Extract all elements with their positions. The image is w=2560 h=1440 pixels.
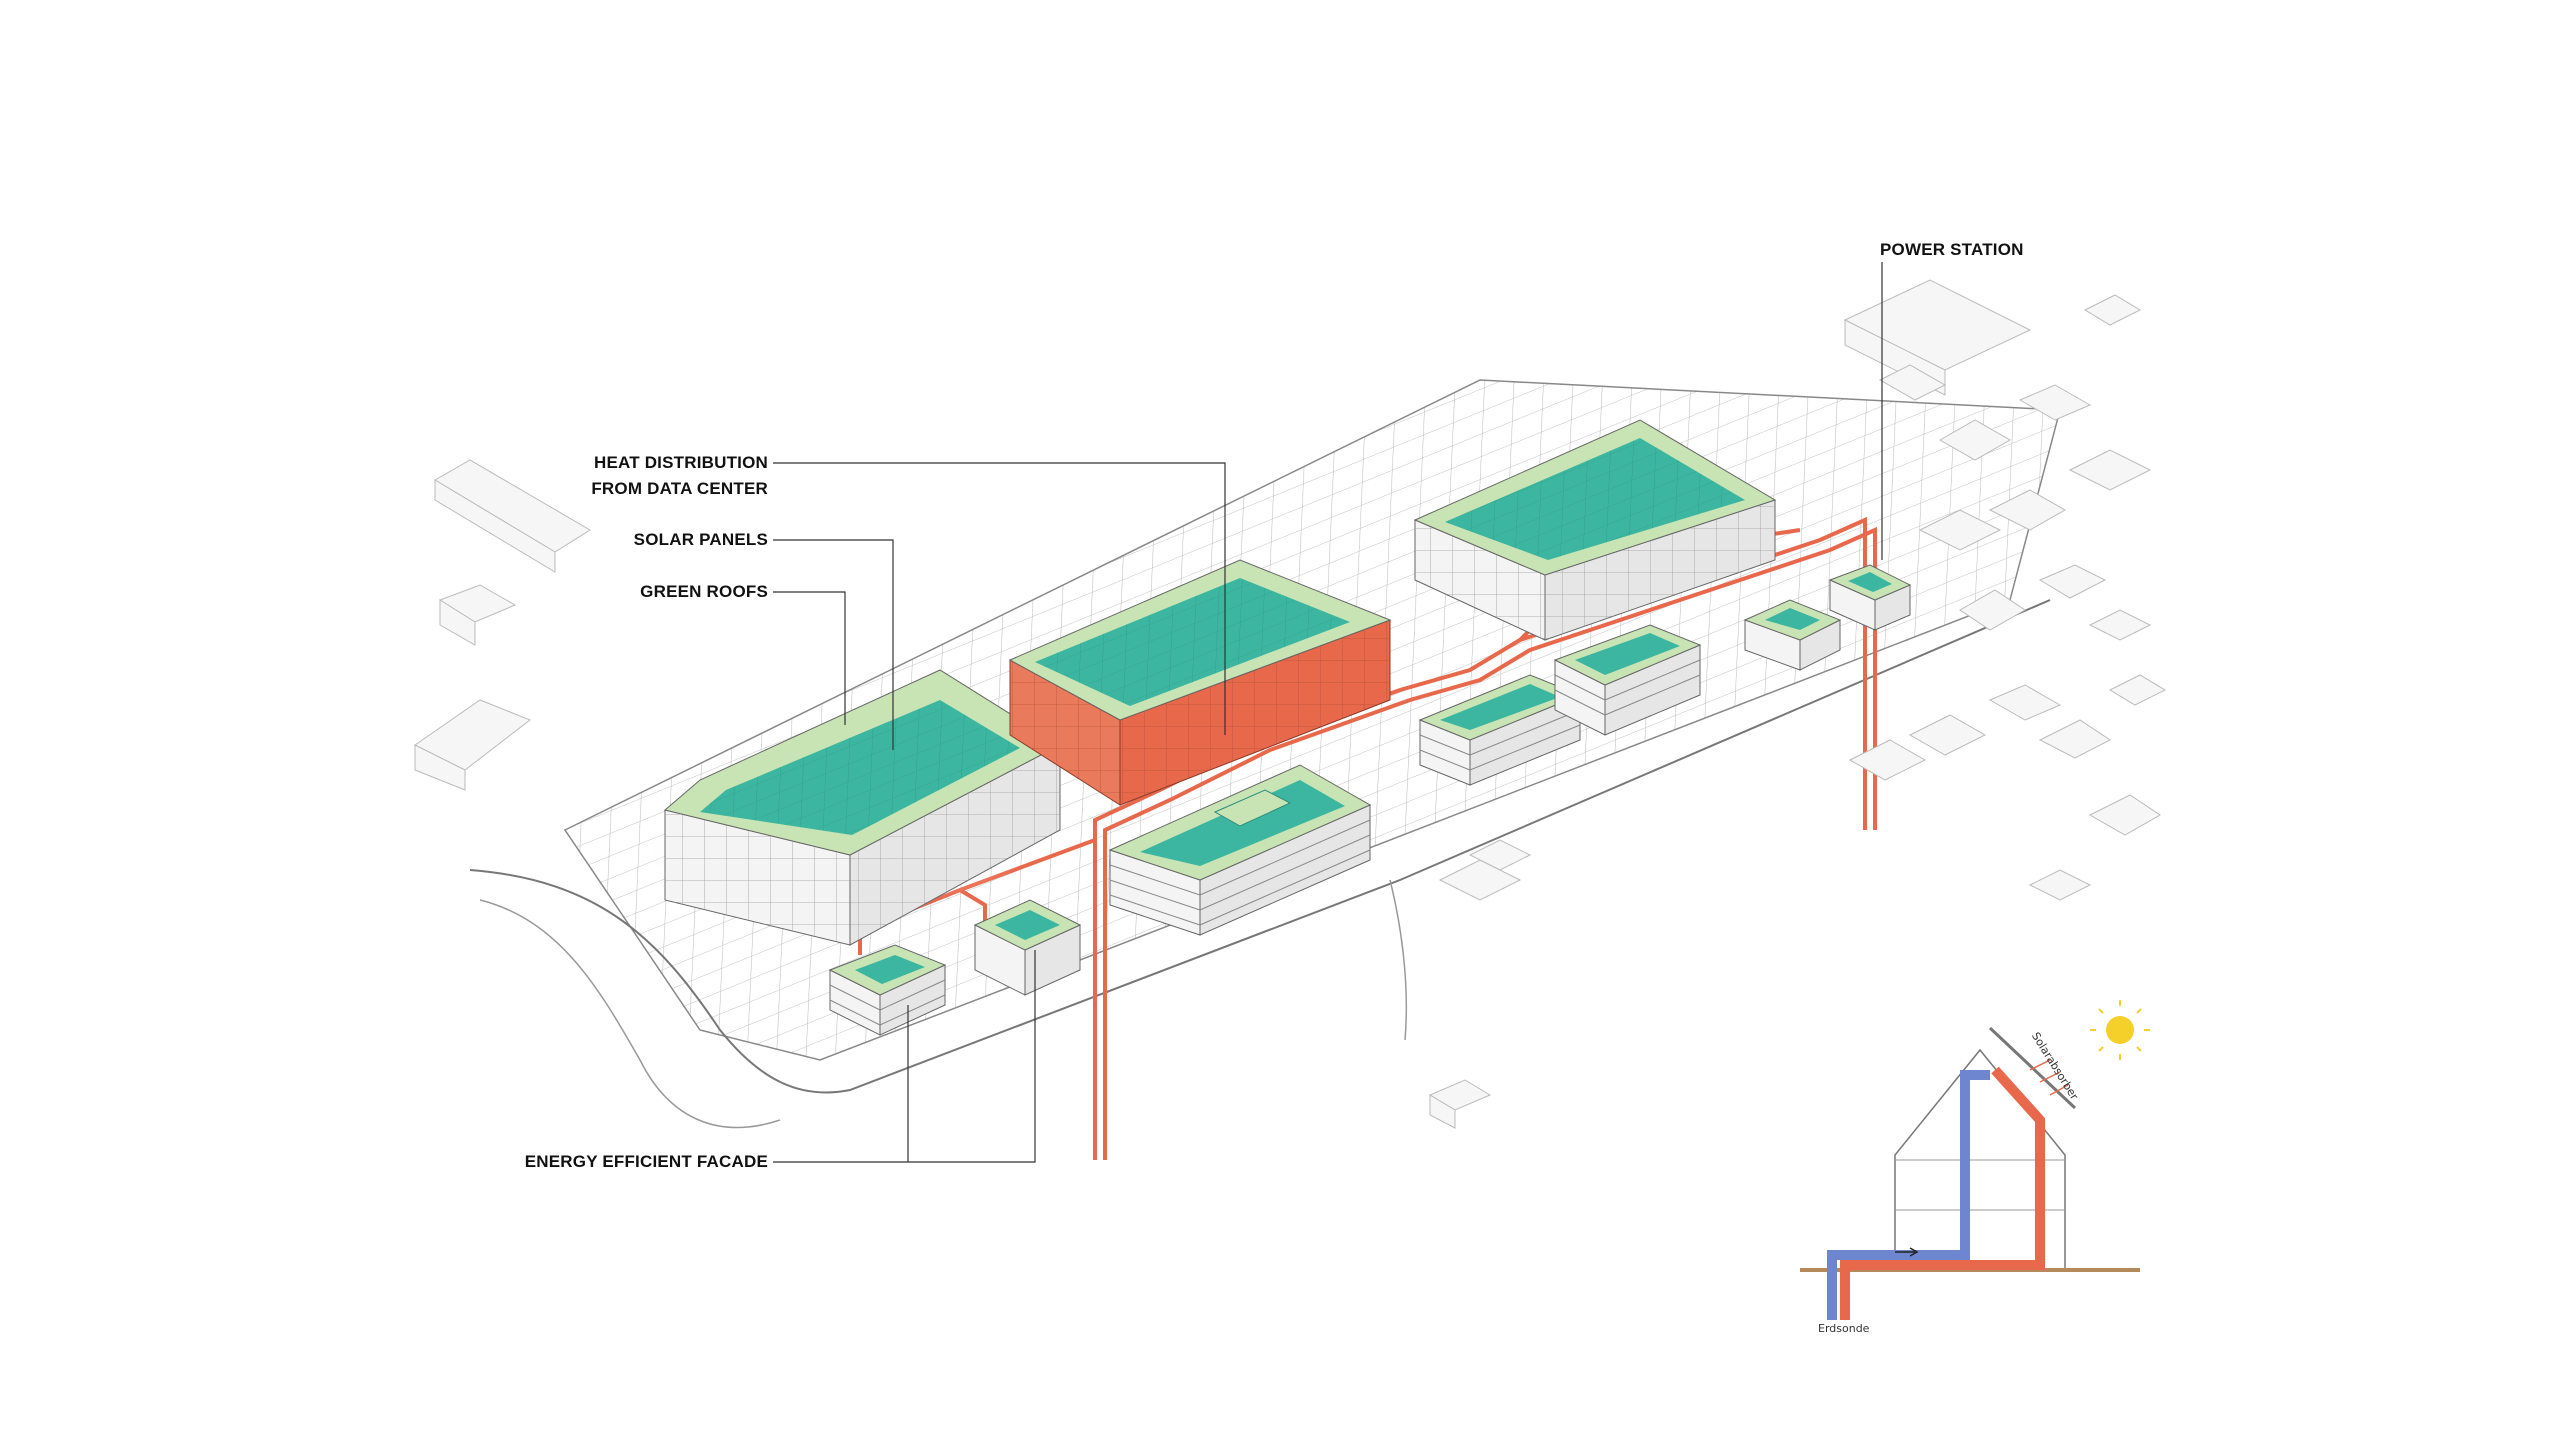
pipe-blue <box>1827 1070 1990 1320</box>
heat-distribution-line2: FROM DATA CENTER <box>591 479 768 498</box>
context-buildings <box>414 279 2167 1129</box>
solar-panels-label: SOLAR PANELS <box>633 530 768 549</box>
heat-distribution-label: HEAT DISTRIBUTION FROM DATA CENTER <box>560 450 768 502</box>
energy-efficient-facade-label: ENERGY EFFICIENT FACADE <box>524 1152 768 1171</box>
pipe-red <box>1840 1066 2045 1320</box>
building-data-center <box>1008 559 1392 806</box>
inset-heat-pump-diagram <box>1800 1000 2150 1320</box>
leader-lines <box>773 262 1883 1163</box>
road-outline <box>469 599 2051 1094</box>
power-station-label: POWER STATION <box>1880 240 2024 259</box>
building-stacked-east-1 <box>1418 674 1582 786</box>
heat-distribution-line1: HEAT DISTRIBUTION <box>593 453 768 472</box>
sun-icon <box>2090 1000 2150 1060</box>
ground-probe-label: Erdsonde <box>1818 1322 1870 1335</box>
building-stacked-east-2 <box>1553 624 1702 736</box>
building-central-bar <box>1108 764 1372 936</box>
green-roofs-label: GREEN ROOFS <box>640 582 768 601</box>
building-small-east-a <box>1743 599 1842 671</box>
building-green-roof-north <box>1413 419 1777 641</box>
building-green-roof-west <box>630 669 1062 946</box>
building-small-east-b <box>1828 564 1912 631</box>
building-facade-b <box>973 899 1082 996</box>
building-facade-a <box>828 944 947 1036</box>
